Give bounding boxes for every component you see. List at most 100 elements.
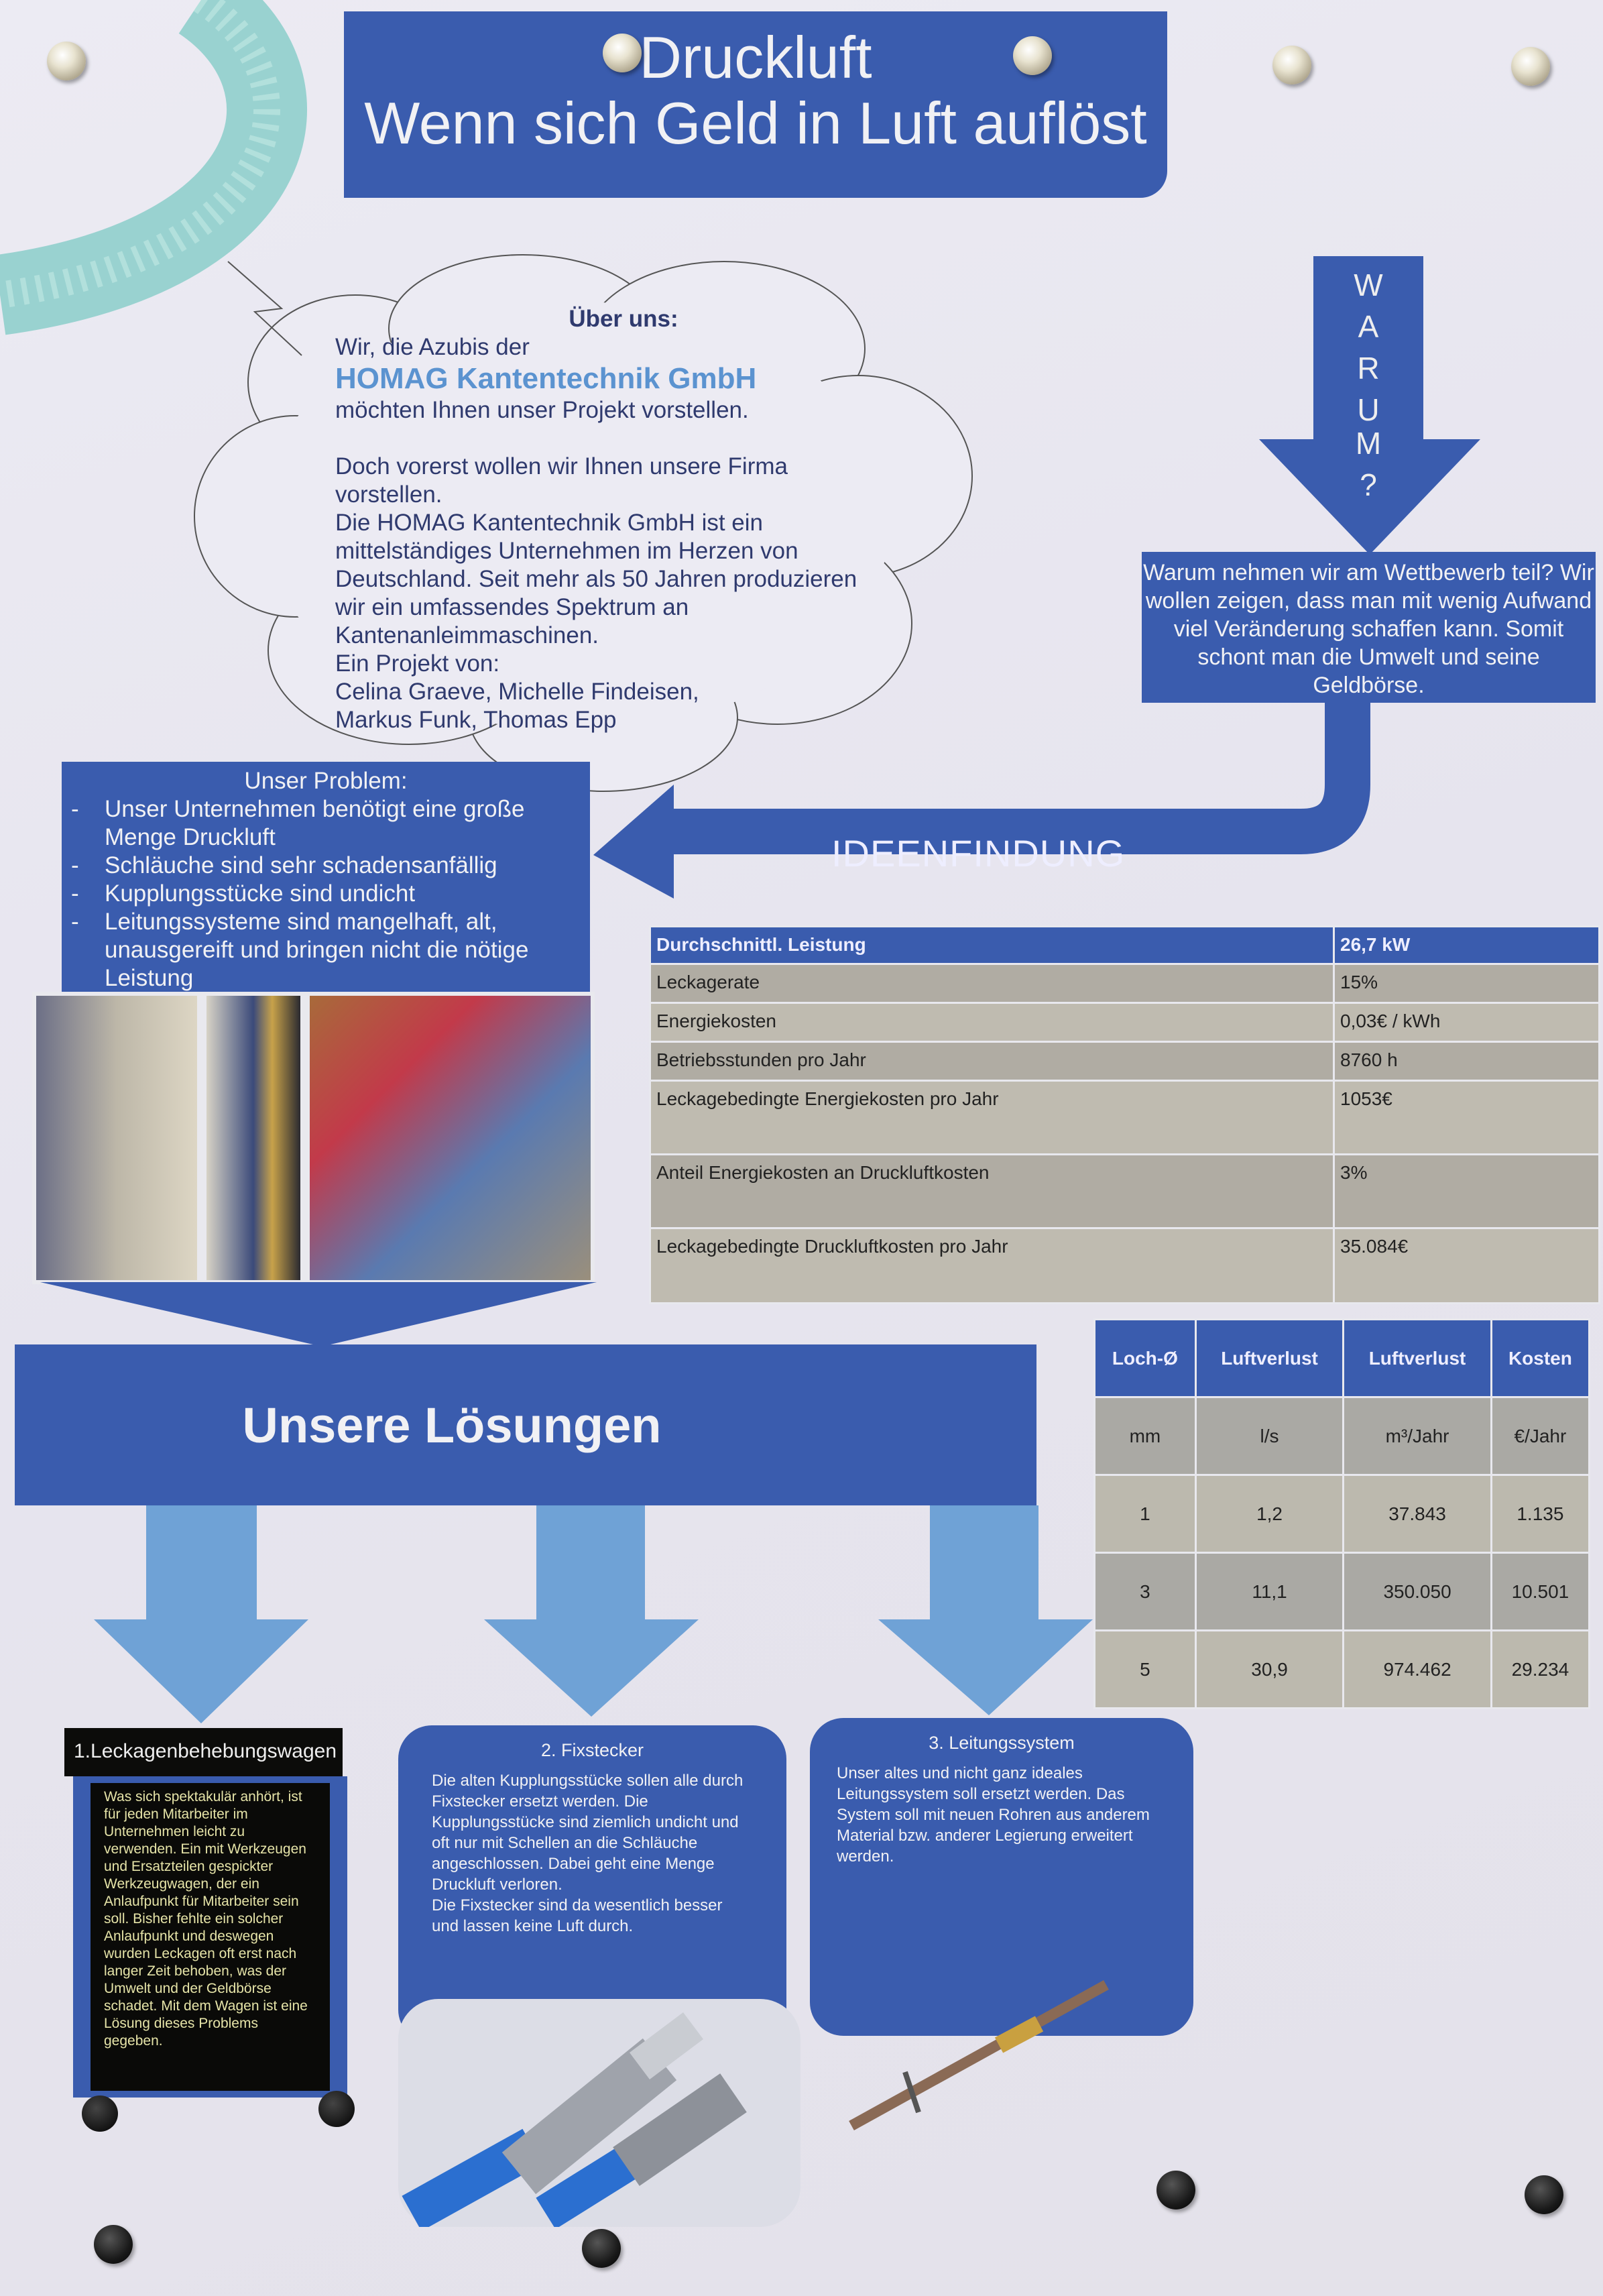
magnet-pin-icon [1525, 2175, 1563, 2214]
warum-letter: A [1358, 309, 1379, 344]
warum-letter: ? [1360, 467, 1377, 502]
warum-letter: R [1357, 351, 1380, 386]
cell: €/Jahr [1490, 1396, 1591, 1476]
warum-letter: W [1354, 268, 1383, 302]
warum-letter: U [1357, 392, 1380, 427]
magnet-pin-icon [1272, 46, 1311, 84]
problem-photos [32, 992, 595, 1284]
problem-box: Unser Problem: -Unser Unternehmen benöti… [62, 762, 590, 992]
down-arrow-icon [484, 1505, 699, 1717]
ideenfindung-label: IDEENFINDUNG [831, 832, 1126, 874]
down-arrow-icon [94, 1505, 308, 1723]
problem-item: -Kupplungsstücke sind undicht [71, 880, 416, 907]
cell: Betriebsstunden pro Jahr [649, 1041, 1335, 1082]
solution-2-text-2: Die Fixstecker sind da wesentlich besser… [432, 1896, 723, 1935]
cell: 30,9 [1194, 1629, 1345, 1709]
cell: Luftverlust [1194, 1318, 1345, 1398]
warum-letter: M [1355, 426, 1382, 461]
about-us-text: Über uns: Wir, die Azubis der HOMAG Kant… [335, 305, 872, 734]
cell: 1 [1093, 1474, 1197, 1554]
cell: Luftverlust [1342, 1318, 1492, 1398]
solution-3-box: 3. Leitungssystem Unser altes und nicht … [810, 1718, 1193, 2036]
about-para-1: Doch vorerst wollen wir Ihnen unsere Fir… [335, 453, 788, 508]
down-arrow-icon [878, 1505, 1093, 1715]
photo-air-tool [310, 996, 591, 1280]
project-members: Celina Graeve, Michelle Findeisen, Marku… [335, 679, 699, 733]
solution-2-title: 2. Fixstecker [540, 1740, 644, 1760]
cart-wheel-icon [318, 2091, 355, 2127]
cell: Energiekosten [649, 1002, 1335, 1043]
down-arrow-icon [1259, 439, 1480, 555]
cell: mm [1093, 1396, 1197, 1476]
cell: Kosten [1490, 1318, 1591, 1398]
problem-item: -Schläuche sind sehr schadensanfällig [71, 852, 497, 878]
fixstecker-photo [398, 1999, 800, 2227]
cell: 0,03€ / kWh [1333, 1002, 1600, 1043]
warum-explanation: Warum nehmen wir am Wettbewerb teil? Wir… [1142, 552, 1596, 703]
solution-3-text: Unser altes und nicht ganz ideales Leitu… [837, 1764, 1150, 1866]
magnet-pin-icon [94, 2225, 133, 2264]
cart-wheel-icon [82, 2096, 118, 2132]
about-para-2: Die HOMAG Kantentechnik GmbH ist ein mit… [335, 510, 857, 648]
cell: 3% [1333, 1153, 1600, 1229]
solution-1-box: Was sich spektakulär anhört, ist für jed… [73, 1776, 347, 2098]
poster-title: Druckluft Wenn sich Geld in Luft auflöst [344, 11, 1167, 198]
hose-image [0, 0, 307, 335]
cell: 8760 h [1333, 1041, 1600, 1082]
table-row: Leckagebedingte Druckluftkosten pro Jahr… [649, 1227, 1600, 1304]
cell: 10.501 [1490, 1552, 1591, 1631]
warum-arrow: W A R U [1313, 256, 1423, 444]
about-para-3: Ein Projekt von: [335, 650, 500, 677]
magnet-pin-icon [47, 42, 86, 80]
solution-2-text: Die alten Kupplungsstücke sollen alle du… [432, 1772, 744, 1894]
cell: Leckagebedingte Energiekosten pro Jahr [649, 1080, 1335, 1155]
about-intro-2: möchten Ihnen unser Projekt vorstellen. [335, 397, 749, 423]
cell: l/s [1194, 1396, 1345, 1476]
magnet-pin-icon [1013, 36, 1052, 75]
title-line-2: Wenn sich Geld in Luft auflöst [364, 90, 1147, 156]
magnet-pin-icon [582, 2229, 621, 2268]
cell: 11,1 [1194, 1552, 1345, 1631]
cell: 1053€ [1333, 1080, 1600, 1155]
cell: 35.084€ [1333, 1227, 1600, 1304]
cell: 5 [1093, 1629, 1197, 1709]
cell: 1.135 [1490, 1474, 1591, 1554]
magnet-pin-icon [1156, 2171, 1195, 2209]
solution-1-title: 1.Leckagenbehebungswagen [64, 1728, 343, 1776]
cell: 37.843 [1342, 1474, 1492, 1554]
cell: 350.050 [1342, 1552, 1492, 1631]
problem-item: -Unser Unternehmen benötigt eine große M… [71, 796, 525, 850]
solution-1-text: Was sich spektakulär anhört, ist für jed… [91, 1783, 330, 2091]
company-name: HOMAG Kantentechnik GmbH [335, 362, 757, 395]
problem-item: -Leitungssysteme sind mangelhaft, alt, u… [71, 909, 529, 991]
ideenfindung-arrow [593, 697, 1370, 899]
pipe-photo [849, 1979, 1109, 2131]
warum-letters-bottom: M ? [1313, 422, 1423, 506]
about-heading: Über uns: [569, 306, 678, 332]
cell: 974.462 [1342, 1629, 1492, 1709]
cell: 26,7 kW [1333, 925, 1600, 965]
problem-heading: Unser Problem: [244, 768, 408, 794]
about-intro: Wir, die Azubis der [335, 334, 530, 360]
solutions-heading: Unsere Lösungen [15, 1344, 1036, 1505]
cell: Leckagebedingte Druckluftkosten pro Jahr [649, 1227, 1335, 1304]
cell: 1,2 [1194, 1474, 1345, 1554]
magnet-pin-icon [603, 34, 642, 72]
solution-arrows [94, 1505, 1093, 1723]
cell: Durchschnittl. Leistung [649, 925, 1335, 965]
cell: 15% [1333, 963, 1600, 1004]
solution-2-box: 2. Fixstecker Die alten Kupplungsstücke … [398, 1725, 786, 2043]
